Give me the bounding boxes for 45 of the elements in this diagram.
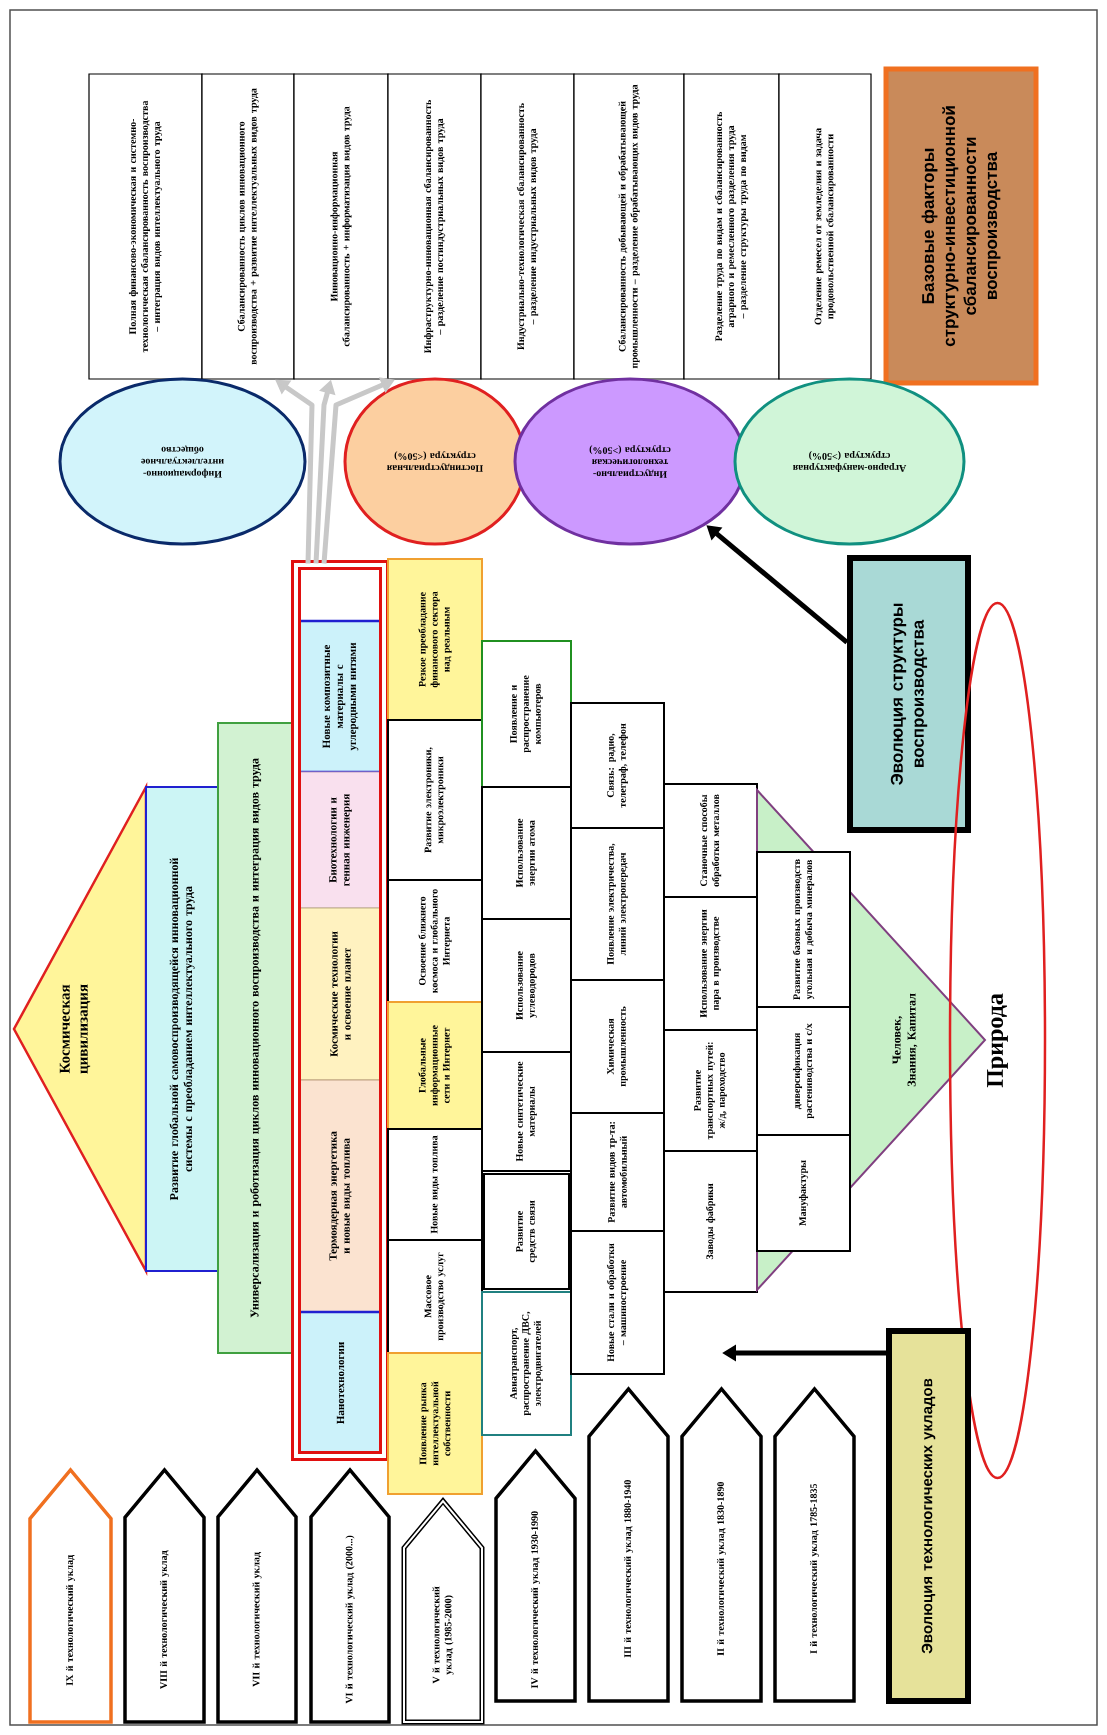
tech-box: Заводы фабрики: [663, 1150, 758, 1293]
factor-heading-box: Базовые факторы структурно-инвестиционной сбалансированности воспроизводства: [883, 66, 1039, 386]
stage-pentagon: IV й технологический уклад 1930-1990: [494, 1448, 577, 1703]
tech-box: Развитие транспортных путей: ж/д, пароходство: [663, 1029, 758, 1152]
tech-box: Развитие видов тр-та: автомобильный: [570, 1112, 665, 1232]
factor-cell: Инновационно-информационная сбалансированность + информатизация видов труда: [293, 73, 389, 380]
tech-box: Массовое производство услуг: [387, 1239, 483, 1354]
factor-cell: Сбалансированность циклов инновационного воспроизводства + развитие интеллектуальных видов труда: [201, 73, 295, 380]
tech-box: Использование энергии атома: [481, 786, 572, 920]
tech-box: Появление и распространение компьютеров: [481, 640, 572, 788]
tech-box: Появление рынка интеллектуальной собственности: [387, 1352, 483, 1495]
factor-cell: Сбалансированность добывающей и обрабатывающей промышленности – разделение обрабатывающих видов труда: [573, 73, 685, 380]
tech-box: Развитие средств связи: [483, 1173, 570, 1290]
tech-box: Развитие глобальной самовоспроизводящейся инновационной системы с преобладанием интеллектуального труда: [145, 786, 219, 1272]
stage-pentagon: IX й технологический уклад: [28, 1467, 113, 1724]
tech-box: Освоение ближнего космоса и глобального Интернета: [387, 879, 483, 1003]
stage-pentagon: II й технологический уклад 1830-1890: [680, 1386, 763, 1703]
tech-box: Универсализация и роботизация циклов инновационного воспроизводства и интеграция видов труда: [217, 722, 294, 1354]
tech-box: Резкое преобладание финансового сектора над реальным: [387, 558, 483, 721]
tech-box: Использование энергии пара в производстве: [663, 896, 758, 1031]
stage-pentagon: VI й технологический уклад (2000...): [309, 1467, 391, 1724]
tech-box: Новые стали и обработки – машиностроение: [570, 1230, 665, 1375]
factor-cell: Инфраструктурно-инновационная сбалансированность – разделение постиндустриальных видов труда: [387, 73, 482, 380]
frame-box: [291, 560, 389, 1461]
stage-pentagon: V й технологический уклад (1985-2000): [401, 1497, 485, 1725]
tech-box: Химическая промышленность: [570, 979, 665, 1114]
factor-cell: Разделение труда по видам и сбалансированность аграрного и ремесленного разделения труда – разделение структуры труда по видам: [683, 73, 780, 380]
stage-pentagon: I й технологический уклад 1785-1835: [773, 1386, 856, 1703]
factor-cell: Полная финансово-экономическая и системно-технологическая сбалансированность воспроизводства – интеграция видов интеллектуального труда: [88, 73, 203, 380]
factor-cell: Индустриально-технологическая сбалансированность – разделение индустриальных видов труда: [480, 73, 575, 380]
tech-box: Развитие электроники, микроэлектроники: [387, 719, 483, 881]
evolution-box: Эволюция технологических укладов: [886, 1328, 971, 1704]
tech-box: Новые синтетические материалы: [481, 1051, 572, 1172]
evolution-box: Эволюция структуры воспроизводства: [847, 555, 971, 833]
tech-box: Глобальные информационные сети и Интернет: [387, 1001, 483, 1130]
tech-box: Станочные способы обработки металлов: [663, 783, 758, 898]
tech-box: Авиатранспорт, распространение ДВС, электродвигателей: [481, 1291, 572, 1436]
tech-box: Связь: радио, телеграф, телефон: [570, 702, 665, 829]
factor-cell: Отделение ремесел от земледелия и задача продовольственной сбалансированности: [778, 73, 872, 380]
tech-box: Новые виды топлива: [387, 1128, 483, 1241]
stage-pentagon: VII й технологический уклад: [216, 1467, 298, 1724]
tech-box: Появление электричества, линий электропередач: [570, 827, 665, 981]
stage-pentagon: VIII й технологический уклад: [123, 1467, 206, 1724]
tech-box: Использование углеводородов: [481, 918, 572, 1053]
stage-pentagon: III й технологический уклад 1880-1940: [587, 1386, 670, 1703]
